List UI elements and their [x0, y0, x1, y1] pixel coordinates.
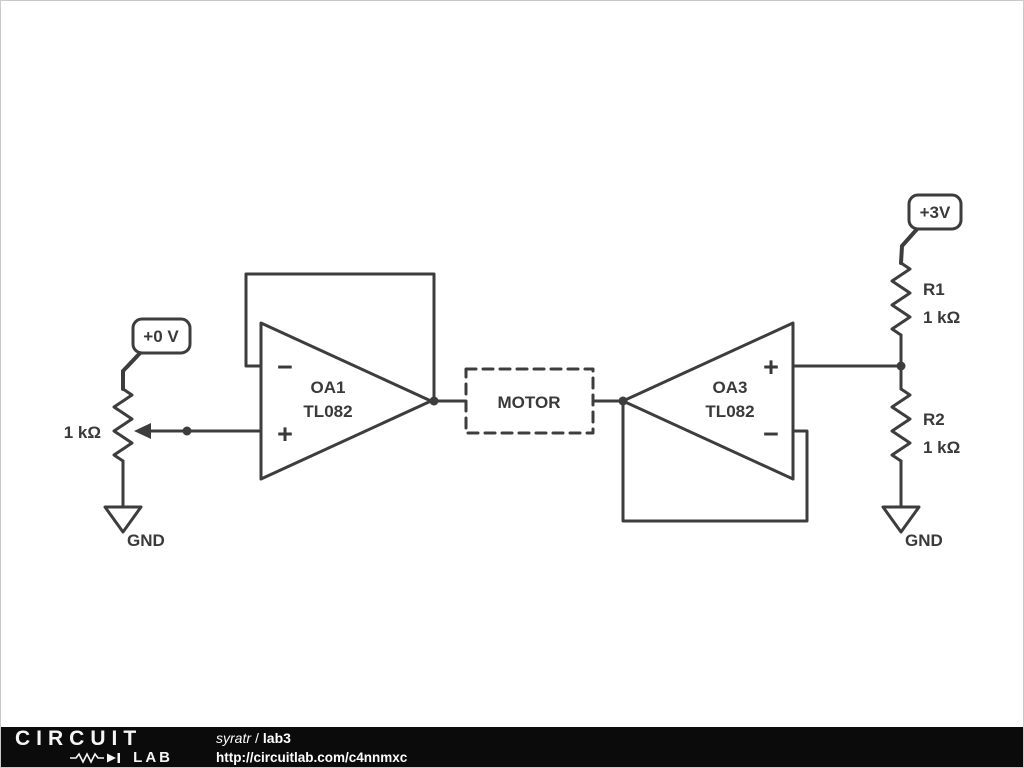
logo-circuit-text: CIRCUIT — [15, 727, 143, 750]
r2-value: 1 kΩ — [923, 438, 960, 457]
resistor-r2 — [890, 387, 912, 509]
oa3-part: TL082 — [705, 402, 754, 421]
voltage-source-label: +0 V — [143, 327, 179, 346]
junction-dots — [182, 361, 906, 436]
oa1-noninverting-sign: + — [277, 419, 293, 449]
oa1-inverting-sign: − — [277, 352, 293, 382]
r2-name: R2 — [923, 410, 945, 429]
author-title-line: syratr/lab3 — [216, 730, 407, 748]
logo-lab-text: LAB — [133, 749, 173, 766]
supply-wire — [899, 226, 920, 265]
oa3-inverting-sign: − — [763, 419, 779, 449]
motor-box — [464, 367, 595, 435]
credit-separator: / — [255, 730, 259, 746]
schematic-credits: syratr/lab3 http://circuitlab.com/c4nnmx… — [216, 730, 408, 767]
ground-left-symbol — [103, 505, 143, 534]
footer-bar: CIRCUIT LAB syratr/lab3 http://circuitla… — [1, 727, 1023, 767]
potentiometer-value: 1 kΩ — [64, 423, 101, 442]
circuitlab-logo: CIRCUIT LAB — [15, 728, 175, 765]
oa3-name: OA3 — [713, 378, 748, 397]
supply-label: +3V — [920, 203, 951, 222]
r1-name: R1 — [923, 280, 945, 299]
gnd-right-label: GND — [905, 531, 943, 550]
opamp-oa1 — [259, 321, 433, 481]
oa1-part: TL082 — [303, 402, 352, 421]
opamp-oa3 — [621, 321, 795, 481]
schematic-title: lab3 — [262, 730, 291, 746]
oa3-noninverting-sign: + — [763, 352, 779, 382]
gnd-left-label: GND — [127, 531, 165, 550]
r1-value: 1 kΩ — [923, 308, 960, 327]
author-name: syratr — [216, 730, 251, 746]
voltage-source-wire — [121, 349, 144, 391]
ground-right-symbol — [881, 505, 921, 534]
voltage-label-box-0v — [131, 317, 192, 355]
potentiometer — [112, 387, 189, 509]
voltage-label-box-3v — [907, 193, 963, 231]
wiper-arrow-icon — [134, 423, 151, 439]
schematic-url-link[interactable]: http://circuitlab.com/c4nnmxc — [216, 749, 408, 765]
wire-oa1-feedback — [244, 272, 436, 403]
motor-label: MOTOR — [498, 393, 561, 412]
resistor-logo-icon — [70, 751, 121, 764]
schematic-canvas: +0 V 1 kΩ GND − + OA1 TL082 MOTOR + − OA… — [64, 193, 963, 550]
wire-oa3-feedback — [621, 399, 809, 523]
oa1-name: OA1 — [311, 378, 346, 397]
